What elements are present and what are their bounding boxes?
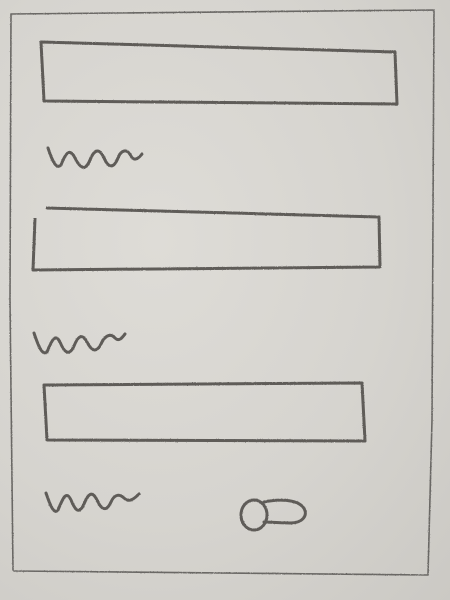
text-input-1[interactable] <box>42 41 398 105</box>
field-2-outline <box>31 206 382 272</box>
field-1-outline <box>39 40 399 106</box>
field-3-outline <box>42 381 367 443</box>
text-input-2[interactable] <box>34 208 381 271</box>
label-2-scribble <box>32 331 127 355</box>
page-frame <box>9 9 435 576</box>
toggle-knob <box>239 498 269 532</box>
label-3-scribble <box>44 491 141 513</box>
toggle-switch[interactable] <box>238 494 308 532</box>
field-2-label <box>32 322 128 360</box>
toggle-switch-icon <box>239 498 307 532</box>
label-1-scribble <box>46 146 144 169</box>
text-input-3[interactable] <box>45 383 366 443</box>
toggle-track <box>262 498 307 525</box>
field-3-label <box>44 482 148 522</box>
field-1-label <box>44 138 146 172</box>
